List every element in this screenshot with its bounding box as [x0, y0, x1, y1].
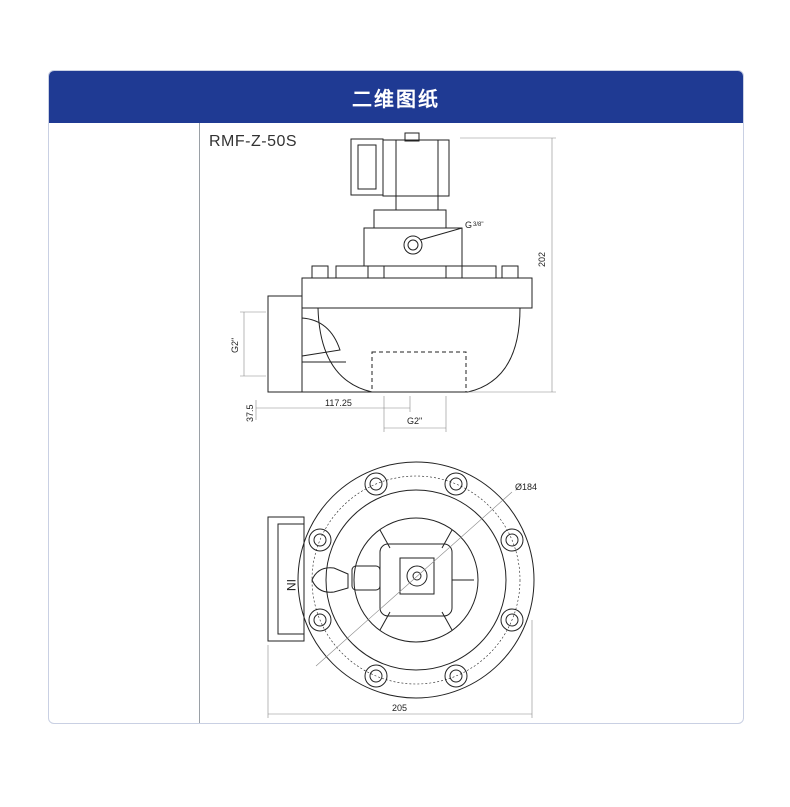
card-header: 二维图纸 — [49, 71, 743, 123]
top-view — [267, 461, 535, 718]
inlet-tab — [311, 567, 349, 593]
outer-flange — [297, 461, 535, 699]
dim-outlet-thread: G2" — [407, 416, 422, 426]
solenoid-cap — [404, 132, 420, 142]
bolt — [501, 265, 519, 279]
dim-offset-375: 37.5 — [245, 404, 255, 422]
dim-pilot-frac: 3/8" — [473, 222, 483, 228]
solenoid-body — [382, 139, 450, 197]
solenoid-top — [399, 557, 435, 595]
bolt — [445, 265, 463, 279]
solenoid-stem — [395, 195, 439, 211]
lower-bowl — [317, 307, 521, 393]
dim-height: 202 — [537, 252, 547, 267]
outlet-hidden — [371, 351, 467, 393]
inner-ring — [353, 517, 479, 643]
header-title: 二维图纸 — [352, 86, 440, 111]
dim-body-diameter: Ø184 — [515, 482, 537, 492]
pilot-port — [403, 235, 423, 255]
bolt — [367, 265, 385, 279]
upper-body — [363, 227, 463, 267]
side-view — [240, 132, 556, 432]
dim-width: 205 — [392, 703, 407, 713]
coil-inner — [357, 144, 377, 190]
body-ring — [325, 489, 507, 671]
bolt-circle — [311, 475, 521, 685]
coil-box — [350, 138, 384, 196]
flange-bolts — [308, 472, 524, 688]
flange-top — [335, 265, 497, 279]
inlet-pipe — [267, 295, 303, 393]
dim-pilot-port: G — [465, 220, 472, 230]
flange — [301, 277, 533, 309]
model-name: RMF-Z-50S — [209, 133, 298, 150]
bolt — [311, 265, 329, 279]
valve-cap — [373, 209, 447, 229]
inlet-nozzle — [301, 317, 341, 357]
inlet-marker: IN — [284, 579, 298, 591]
dim-offset-117: 117.25 — [325, 398, 352, 408]
dim-inlet-thread: G2" — [230, 338, 240, 353]
divider-line — [199, 123, 200, 723]
pilot-stub — [351, 565, 381, 591]
